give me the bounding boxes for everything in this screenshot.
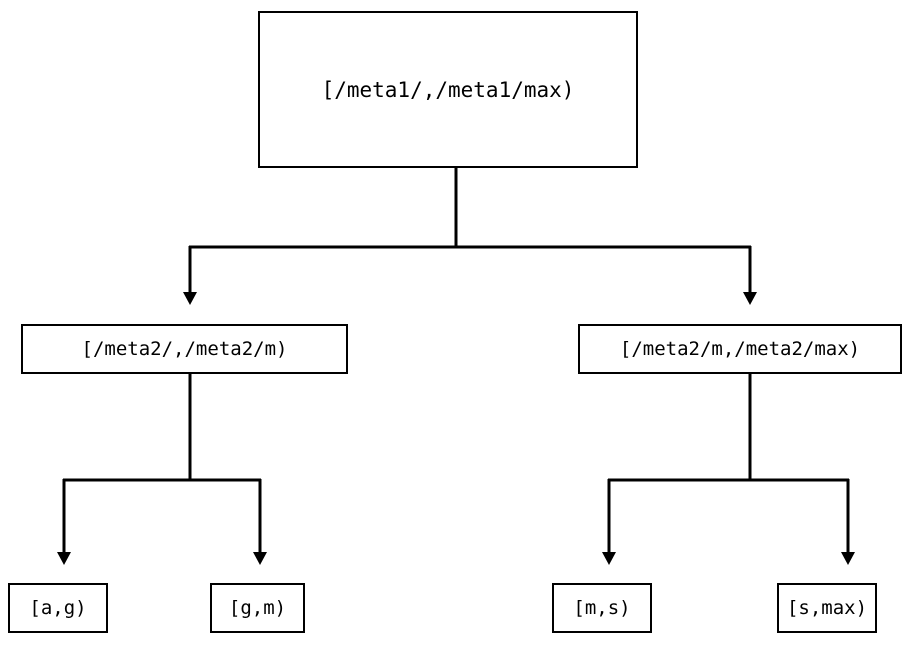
arrowhead-to-mid-left bbox=[183, 292, 197, 305]
node-leaf-3[interactable]: [m,s) bbox=[552, 583, 652, 633]
arrowhead-to-leaf-1 bbox=[57, 552, 71, 565]
arrowhead-to-mid-right bbox=[743, 292, 757, 305]
node-leaf-4[interactable]: [s,max) bbox=[777, 583, 877, 633]
node-level2-left[interactable]: [/meta2/,/meta2/m) bbox=[21, 324, 348, 374]
node-leaf-1[interactable]: [a,g) bbox=[8, 583, 108, 633]
arrowhead-to-leaf-2 bbox=[253, 552, 267, 565]
arrowhead-to-leaf-3 bbox=[602, 552, 616, 565]
node-root[interactable]: [/meta1/,/meta1/max) bbox=[258, 11, 638, 168]
node-level2-right[interactable]: [/meta2/m,/meta2/max) bbox=[578, 324, 902, 374]
node-leaf-2[interactable]: [g,m) bbox=[210, 583, 305, 633]
arrowhead-to-leaf-4 bbox=[841, 552, 855, 565]
